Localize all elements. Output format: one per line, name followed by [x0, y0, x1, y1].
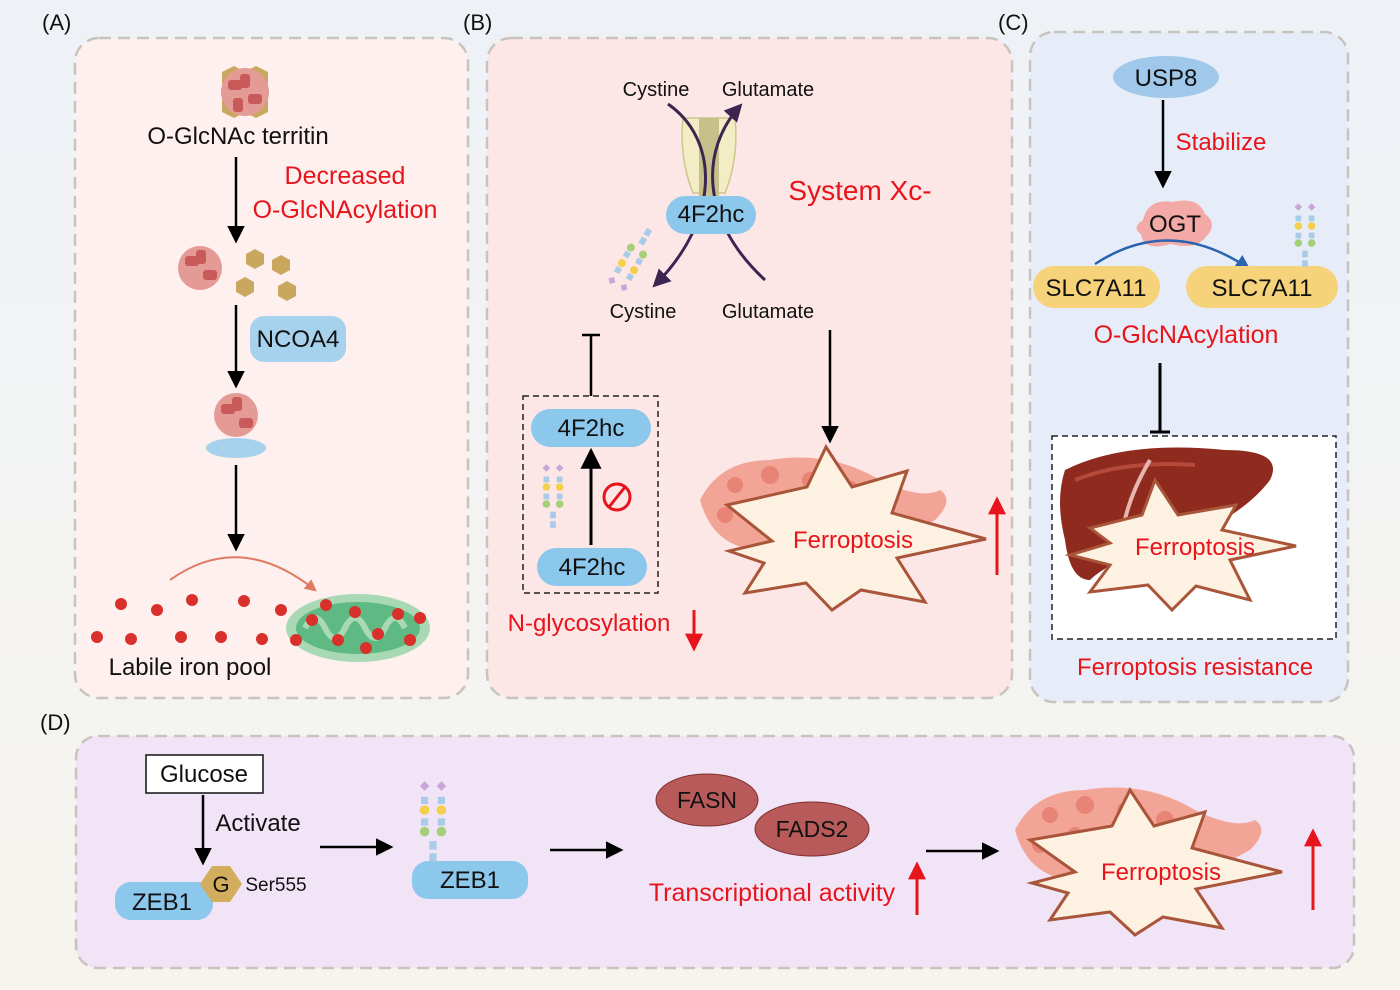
usp8-node [1113, 56, 1219, 98]
4f2hc-box-bottom-label: 4F2hc [559, 554, 626, 581]
ferritin-icon [221, 66, 269, 118]
transporter-channel-icon [681, 117, 737, 196]
panel-b-box [485, 36, 1014, 700]
ferroptosis-star-b [723, 443, 987, 612]
glucose-label: Glucose [160, 761, 248, 788]
fasn-label: FASN [677, 787, 737, 813]
cystine-import-arrow [652, 102, 707, 288]
slc7a11-left-label: SLC7A11 [1046, 275, 1147, 302]
stabilize-label: Stabilize [1176, 129, 1267, 156]
system-xc-label: System Xc- [788, 175, 931, 206]
panel-a-tag: (A) [42, 10, 71, 35]
ogt-transfer-arrow [1094, 239, 1251, 270]
oglcnacylation-label-c: O-GlcNAcylation [1094, 321, 1279, 349]
fasn-node [655, 773, 759, 827]
4f2hc-transporter [666, 196, 756, 234]
glutamate-export-arrow [711, 103, 767, 282]
4f2hc-box-bottom [537, 548, 647, 586]
curve-arrow-a [169, 556, 317, 592]
labile-iron-pool-label: Labile iron pool [109, 654, 272, 681]
g-hexagon-icon [200, 866, 242, 902]
ferroptosis-resistance-label: Ferroptosis resistance [1077, 654, 1313, 681]
ferritin-dissociated-icon [178, 246, 222, 290]
ferritin-label: O-GlcNAc territin [147, 123, 328, 150]
fads2-node [754, 801, 870, 857]
ncoa4-box [250, 316, 346, 362]
4f2hc-box-top [531, 409, 651, 447]
glutamate-top-label: Glutamate [722, 79, 814, 101]
glutamate-bottom-label: Glutamate [722, 301, 814, 323]
activate-label: Activate [215, 810, 300, 837]
panel-c-tag: (C) [998, 10, 1029, 35]
zeb1-left-label: ZEB1 [132, 889, 192, 916]
ser555-label: Ser555 [245, 875, 306, 896]
4f2hc-transporter-label: 4F2hc [678, 201, 745, 228]
panel-b-tag: (B) [463, 10, 492, 35]
oglcnacylation-label-a: O-GlcNAcylation [253, 196, 438, 224]
g-label: G [212, 872, 229, 897]
cystine-top-label: Cystine [623, 79, 690, 101]
iron-dots-icon [91, 594, 287, 645]
panel-d-tag: (D) [40, 710, 71, 735]
ferroptosis-star-d [1026, 787, 1283, 937]
ferroptosis-label-b: Ferroptosis [793, 527, 913, 554]
decreased-label: Decreased [285, 162, 406, 190]
usp8-label: USP8 [1135, 65, 1198, 92]
slc7a11-right-label: SLC7A11 [1212, 275, 1313, 302]
ogt-blob [1136, 200, 1212, 247]
nglyco-dashed-box [522, 395, 659, 594]
transcriptional-activity-label: Transcriptional activity [649, 879, 896, 907]
mitochondrion-icon [286, 594, 430, 662]
ferroptosis-star-c [1064, 476, 1297, 613]
fads2-label: FADS2 [776, 816, 849, 842]
4f2hc-box-top-label: 4F2hc [558, 415, 625, 442]
ferritin-ncoa4-complex-icon [206, 393, 266, 458]
ncoa4-label: NCOA4 [257, 326, 340, 353]
inhibit-sign-icon [602, 482, 632, 512]
zeb1-right-label: ZEB1 [440, 867, 500, 894]
zeb1-right [412, 861, 528, 899]
panel-a-box [73, 36, 470, 700]
zeb1-left [115, 882, 213, 920]
panel-d-box [74, 734, 1356, 970]
ferroptosis-label-d: Ferroptosis [1101, 859, 1221, 886]
slc7a11-right [1186, 266, 1338, 308]
glucose-box [145, 754, 264, 794]
cystine-bottom-label: Cystine [610, 301, 677, 323]
nglycosylation-label: N-glycosylation [508, 610, 671, 637]
ferroptosis-label-c: Ferroptosis [1135, 534, 1255, 561]
iron-hexagon-icon [236, 249, 296, 301]
slc7a11-left [1033, 266, 1160, 308]
ogt-label: OGT [1149, 211, 1201, 238]
